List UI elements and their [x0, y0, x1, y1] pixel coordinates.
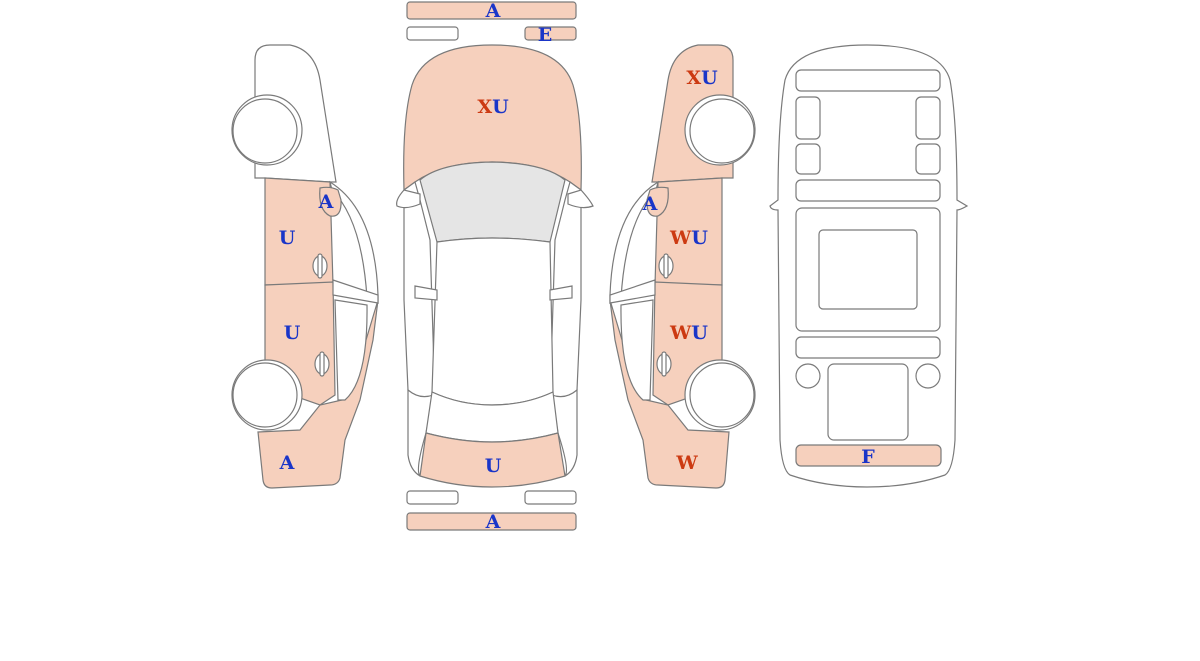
code-letter: W [675, 452, 698, 474]
code-right-rear-door: WU [669, 322, 708, 344]
top-right-rear-side [551, 388, 578, 477]
left-rear-wheel[interactable] [232, 362, 298, 428]
front-right-seat[interactable] [915, 96, 941, 140]
right-side-view: XU A WU WU W [609, 44, 756, 489]
code-letter: E [538, 24, 552, 46]
rear-light-right[interactable] [524, 490, 577, 505]
rear-bumper[interactable] [406, 512, 577, 531]
right-rear-handle-icon [656, 351, 672, 377]
code-left-rear-door: U [284, 322, 301, 344]
right-rear-quarter-panel[interactable] [609, 299, 730, 489]
left-front-handle-icon [312, 253, 328, 279]
code-front-light-right: E [538, 24, 552, 46]
front-light-right[interactable] [524, 26, 577, 41]
code-letter: A [485, 511, 501, 533]
dashboard-panel[interactable] [795, 69, 941, 92]
code-letter: A [642, 193, 658, 215]
code-rear-bumper: A [485, 511, 501, 533]
top-left-mirror [396, 189, 421, 209]
right-mirror[interactable] [646, 186, 669, 217]
trunk-floor[interactable] [827, 363, 909, 441]
code-right-front-door: WU [669, 227, 708, 249]
right-front-wheel[interactable] [689, 98, 755, 164]
code-letter: W [669, 322, 692, 344]
top-right-pillar [549, 285, 573, 301]
windshield [419, 161, 566, 243]
code-front-bumper: A [485, 0, 501, 22]
left-side-view: A U U A [231, 44, 379, 489]
code-left-mirror: A [318, 191, 334, 213]
rear-left-wheel-well [795, 363, 821, 389]
code-letter: U [691, 322, 708, 344]
front-bumper[interactable] [406, 1, 577, 20]
code-letter: F [861, 446, 875, 468]
top-left-rear-side [407, 388, 434, 477]
code-letter: A [485, 0, 501, 22]
trunk-panel[interactable] [419, 432, 566, 488]
code-left-front-door: U [279, 227, 296, 249]
left-rear-quarter-panel[interactable] [257, 299, 379, 489]
top-left-pillar [414, 285, 438, 301]
code-hood: XU [477, 96, 509, 118]
front-left-seat-base[interactable] [795, 143, 821, 175]
code-rear-floor: F [861, 446, 875, 468]
code-left-rear-quarter: A [279, 452, 295, 474]
right-front-handle-icon [658, 253, 674, 279]
right-window-divider [609, 279, 656, 304]
code-letter: U [279, 227, 296, 249]
code-right-front-fender: XU [686, 67, 718, 89]
code-right-rear-quarter: W [675, 452, 698, 474]
code-letter: U [485, 455, 502, 477]
roof-panel[interactable] [431, 237, 554, 406]
rear-light-left[interactable] [406, 490, 459, 505]
front-light-left[interactable] [406, 26, 459, 41]
code-letter: W [669, 227, 692, 249]
floor-panel-inner[interactable] [818, 229, 918, 310]
code-letter: A [279, 452, 295, 474]
center-console-bar[interactable] [795, 179, 941, 202]
left-front-wheel[interactable] [232, 98, 298, 164]
code-letter: U [691, 227, 708, 249]
rear-seat-bar[interactable] [795, 336, 941, 359]
rear-floor-panel[interactable] [795, 444, 942, 467]
interior-view: F [769, 44, 969, 488]
code-letter: U [701, 67, 718, 89]
rear-right-wheel-well [915, 363, 941, 389]
code-letter: U [492, 96, 509, 118]
left-rear-window [334, 299, 368, 401]
right-rear-wheel[interactable] [689, 362, 755, 428]
code-letter: A [318, 191, 334, 213]
left-rear-handle-icon [314, 351, 330, 377]
code-letter: U [284, 322, 301, 344]
top-view: A E XU U A [396, 0, 594, 533]
front-left-seat[interactable] [795, 96, 821, 140]
top-right-mirror [567, 189, 594, 209]
right-rear-window [620, 299, 654, 401]
code-trunk: U [485, 455, 502, 477]
code-letter: X [477, 96, 492, 118]
code-letter: X [686, 67, 701, 89]
front-right-seat-base[interactable] [915, 143, 941, 175]
code-right-mirror: A [642, 193, 658, 215]
left-window-divider [332, 279, 379, 304]
left-mirror[interactable] [319, 186, 342, 217]
